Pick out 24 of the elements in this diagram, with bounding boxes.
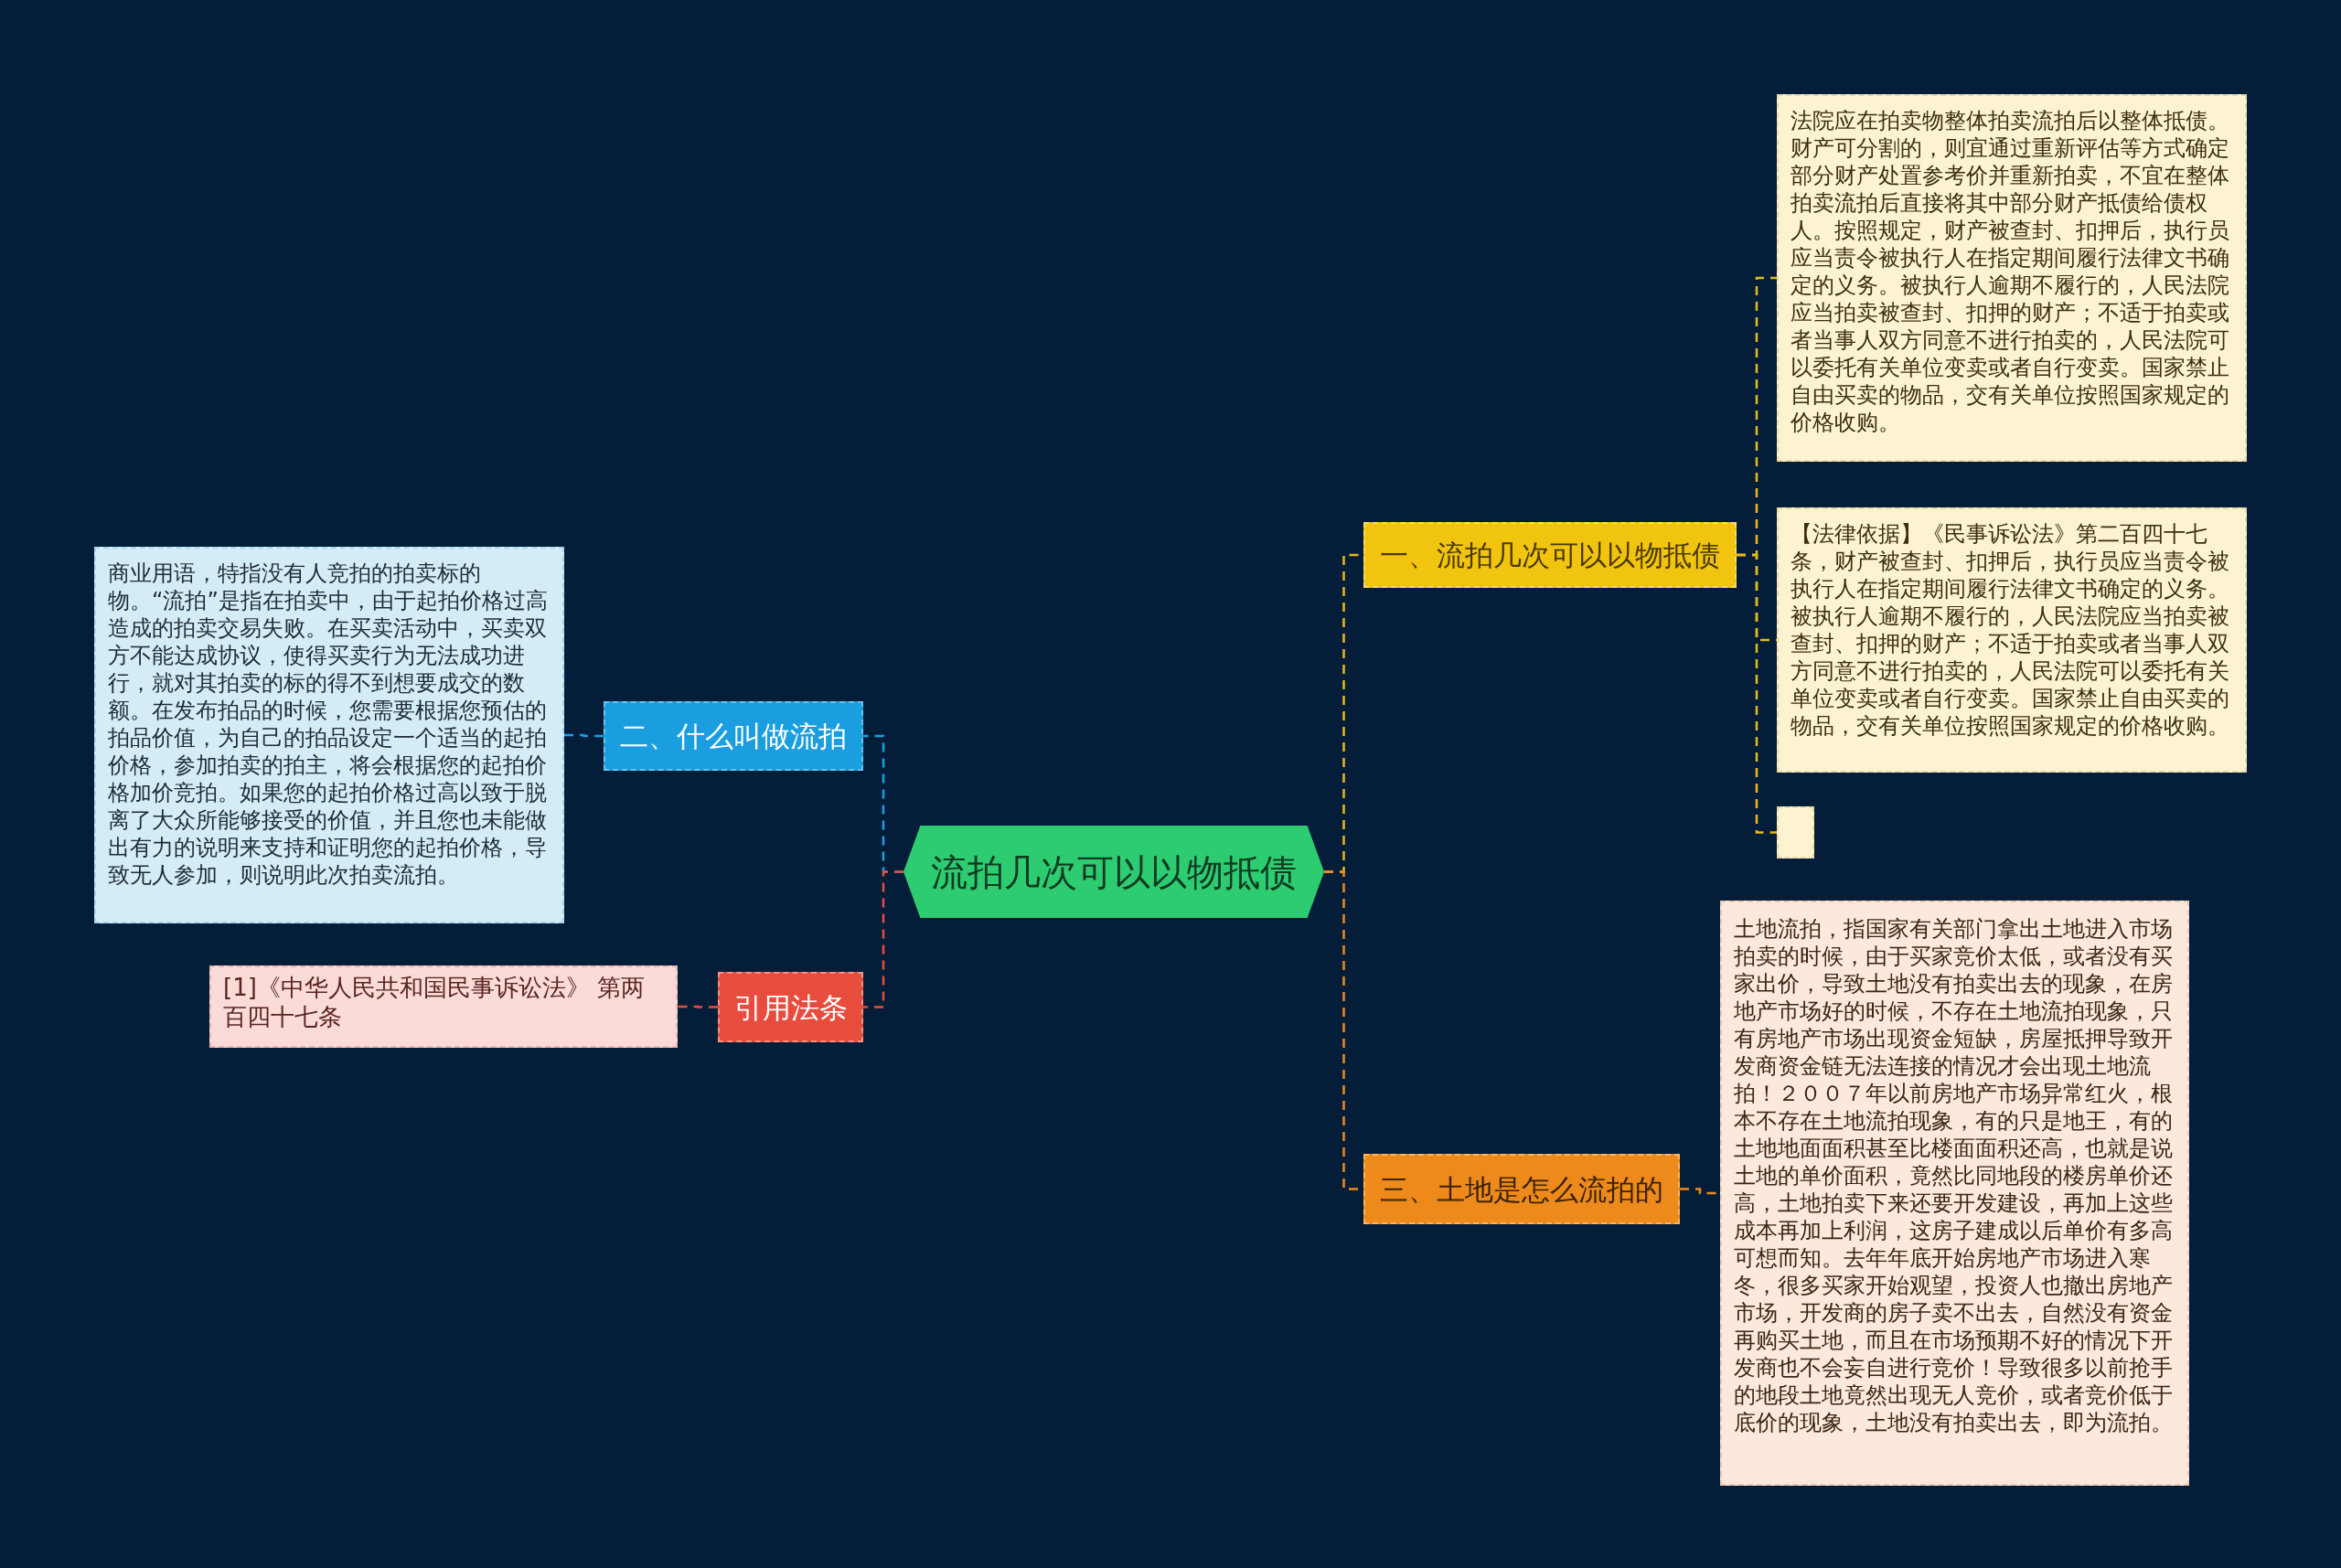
connector-line bbox=[1737, 553, 1777, 834]
topic-label: 一、流拍几次可以以物抵债 bbox=[1380, 538, 1720, 572]
topic-label: 流拍几次可以以物抵债 bbox=[931, 849, 1297, 894]
topic-box bbox=[718, 972, 863, 1042]
note-box bbox=[209, 965, 678, 1048]
note-text: 【法律依据】《民事诉讼法》第二百四十七条，财产被查封、扣押后，执行员应当责令被执行人在指定期间履行法律文书确定的义务。被执行人逾期不履行的，人民法院应当拍卖被查封、扣押的财产；不适于拍卖或者当事人双方同意不进行拍卖的，人民法院可以委托有关单位变卖或者自行变卖。国家禁止自由买卖的物品，交有关单位按照国家规定的价格收购。 bbox=[1790, 520, 2230, 740]
note-text: 商业用语，特指没有人竞拍的拍卖标的物。“流拍”是指在拍卖中，由于起拍价格过高造成的拍卖交易失败。在买卖活动中，买卖双方不能达成协议，使得买卖行为无法成功进行，就对其拍卖的标的得不到想要成交的数额。在发布拍品的时候，您需要根据您预估的拍品价值，为自己的拍品设定一个适当的起拍价格，参加拍卖的拍主，将会根据您的起拍价格加价竞拍。如果您的起拍价格过高以致于脱离了大众所能够接受的价值，并且您也未能做出有力的说明来支持和证明您的起拍价格，导致无人参加，则说明此次拍卖流拍。 bbox=[108, 560, 549, 889]
note-text: 土地流拍，指国家有关部门拿出土地进入市场拍卖的时候，由于买家竞价太低，或者没有买家出价，导致土地没有拍卖出去的现象，在房地产市场好的时候，不存在土地流拍现象，只有房地产市场出现资金短缺，房屋抵押导致开发商资金链无法连接的情况才会出现土地流拍！２００７年以前房地产市场异常红火，根本不存在土地流拍现象，有的只是地王，有的土地地面面积甚至比楼面面积还高，也就是说土地的单价面积，竟然比同地段的楼房单价还高，土地拍卖下来还要开发建设，再加上这些成本再加上利润，这房子建成以后单价有多高可想而知。去年年底开始房地产市场进入寒冬，很多买家开始观望，投资人也撤出房地产市场，开发商的房子卖不出去，自然没有资金再购买土地，而且在市场预期不好的情况下开发商也不会妄自进行竞价！导致很多以前抢手的地段土地竟然出现无人竞价，或者竞价低于底价的现象，土地没有拍卖出去，即为流拍。 bbox=[1734, 915, 2174, 1436]
topic-label: 三、土地是怎么流拍的 bbox=[1380, 1171, 1663, 1207]
connector-line bbox=[863, 870, 903, 1008]
topic-box bbox=[1363, 1154, 1680, 1224]
note-text: 法院应在拍卖物整体拍卖流拍后以整体抵债。财产可分割的，则宜通过重新评估等方式确定部分财产处置参考价并重新拍卖，不宜在整体拍卖流拍后直接将其中部分财产抵债给债权人。按照规定，财产被查封、扣押后，执行员应当责令被执行人在指定期间履行法律文书确定的义务。被执行人逾期不履行的，人民法院应当拍卖被查封、扣押的财产；不适于拍卖或者当事人双方同意不进行拍卖的，人民法院可以委托有关单位变卖或者自行变卖。国家禁止自由买卖的物品，交有关单位按照国家规定的价格收购。 bbox=[1790, 107, 2230, 436]
empty-note-box bbox=[1777, 806, 1814, 859]
topic-box bbox=[1363, 522, 1737, 588]
note-box bbox=[1720, 901, 2189, 1486]
topic-box bbox=[604, 701, 863, 771]
connector-line bbox=[678, 1005, 718, 1008]
connector-line bbox=[564, 733, 604, 738]
note-box bbox=[1777, 507, 2247, 773]
note-box bbox=[1777, 94, 2247, 462]
note-box bbox=[94, 547, 564, 923]
topic-label: 引用法条 bbox=[733, 989, 848, 1025]
note-text: [1]《中华人民共和国民事诉讼法》 第两百四十七条 bbox=[223, 973, 647, 1031]
topic-label: 二、什么叫做流拍 bbox=[620, 719, 847, 753]
